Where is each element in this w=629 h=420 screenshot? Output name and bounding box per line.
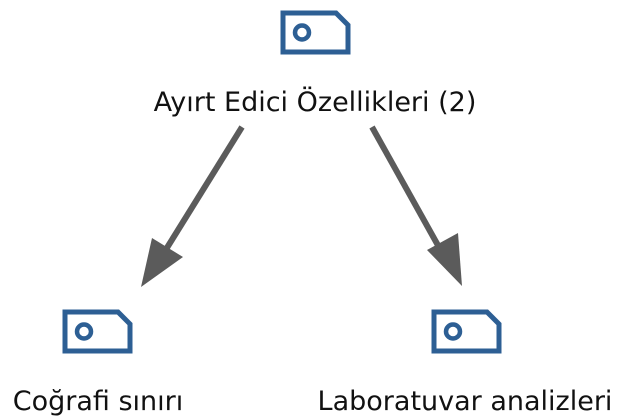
edge-line-left — [162, 125, 245, 253]
tag-icon — [62, 309, 133, 354]
arrowhead-left — [141, 238, 183, 287]
arrowhead-right — [427, 233, 462, 286]
node-root[interactable]: Ayırt Edici Özellikleri (2) — [154, 10, 477, 118]
node-root-label: Ayırt Edici Özellikleri (2) — [154, 86, 477, 118]
node-right-label: Laboratuvar analizleri — [318, 386, 613, 417]
tag-icon — [280, 10, 351, 55]
node-left-label: Coğrafi sınırı — [13, 386, 184, 417]
node-left[interactable]: Coğrafi sınırı — [13, 309, 184, 417]
edge-line-right — [369, 125, 443, 251]
tag-icon — [431, 309, 502, 354]
node-right[interactable]: Laboratuvar analizleri — [318, 309, 613, 417]
edge-root-to-right — [369, 125, 462, 286]
edge-root-to-left — [141, 125, 245, 287]
